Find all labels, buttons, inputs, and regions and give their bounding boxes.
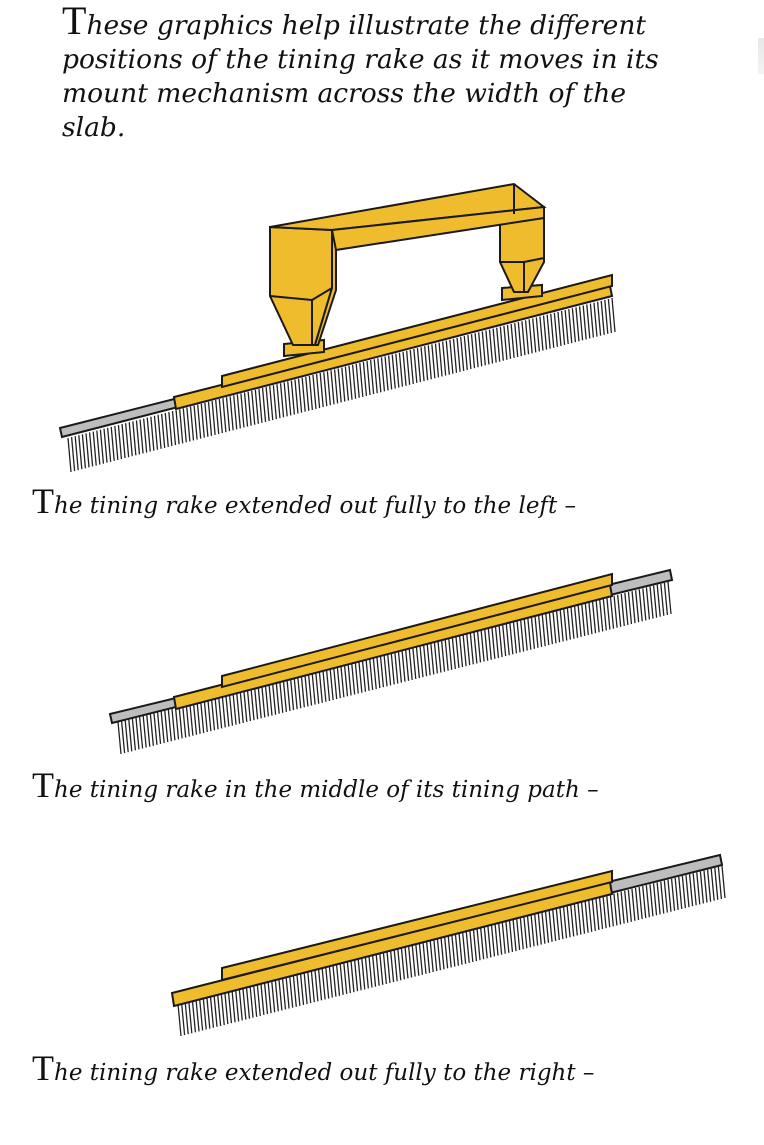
intro-dropcap: T: [62, 0, 87, 43]
rake-middle-lower-bar: [172, 583, 614, 711]
rake-middle-tines: [117, 581, 672, 755]
rake-right-upper-bar: [221, 869, 613, 982]
caption-left: The tining rake extended out fully to th…: [32, 483, 752, 521]
rake-right-tines: [177, 865, 726, 1037]
figure-rake-right: [170, 853, 726, 1037]
intro-text: hese graphics help illustrate the differ…: [62, 10, 659, 143]
caption-middle-text: he tining rake in the middle of its tini…: [54, 777, 599, 803]
rake-right-lower-bar: [170, 880, 614, 1008]
intro-paragraph: These graphics help illustrate the diffe…: [62, 1, 662, 145]
caption-left-dropcap: T: [32, 481, 54, 521]
rake-left-tines: [67, 297, 616, 473]
caption-right: The tining rake extended out fully to th…: [32, 1050, 752, 1088]
caption-right-text: he tining rake extended out fully to the…: [54, 1060, 595, 1086]
figure-rake-middle: [108, 568, 674, 755]
figure-rake-left: [58, 182, 616, 473]
mount-frame: [269, 182, 547, 358]
rake-middle-upper-bar: [221, 572, 613, 689]
mount-beam-front: [330, 205, 545, 252]
caption-middle: The tining rake in the middle of its tin…: [32, 767, 752, 805]
caption-middle-dropcap: T: [32, 765, 54, 805]
rake-left-upper-bar: [221, 273, 613, 389]
page-edge-mark: [758, 38, 764, 74]
caption-right-dropcap: T: [32, 1048, 54, 1088]
caption-left-text: he tining rake extended out fully to the…: [54, 493, 577, 519]
